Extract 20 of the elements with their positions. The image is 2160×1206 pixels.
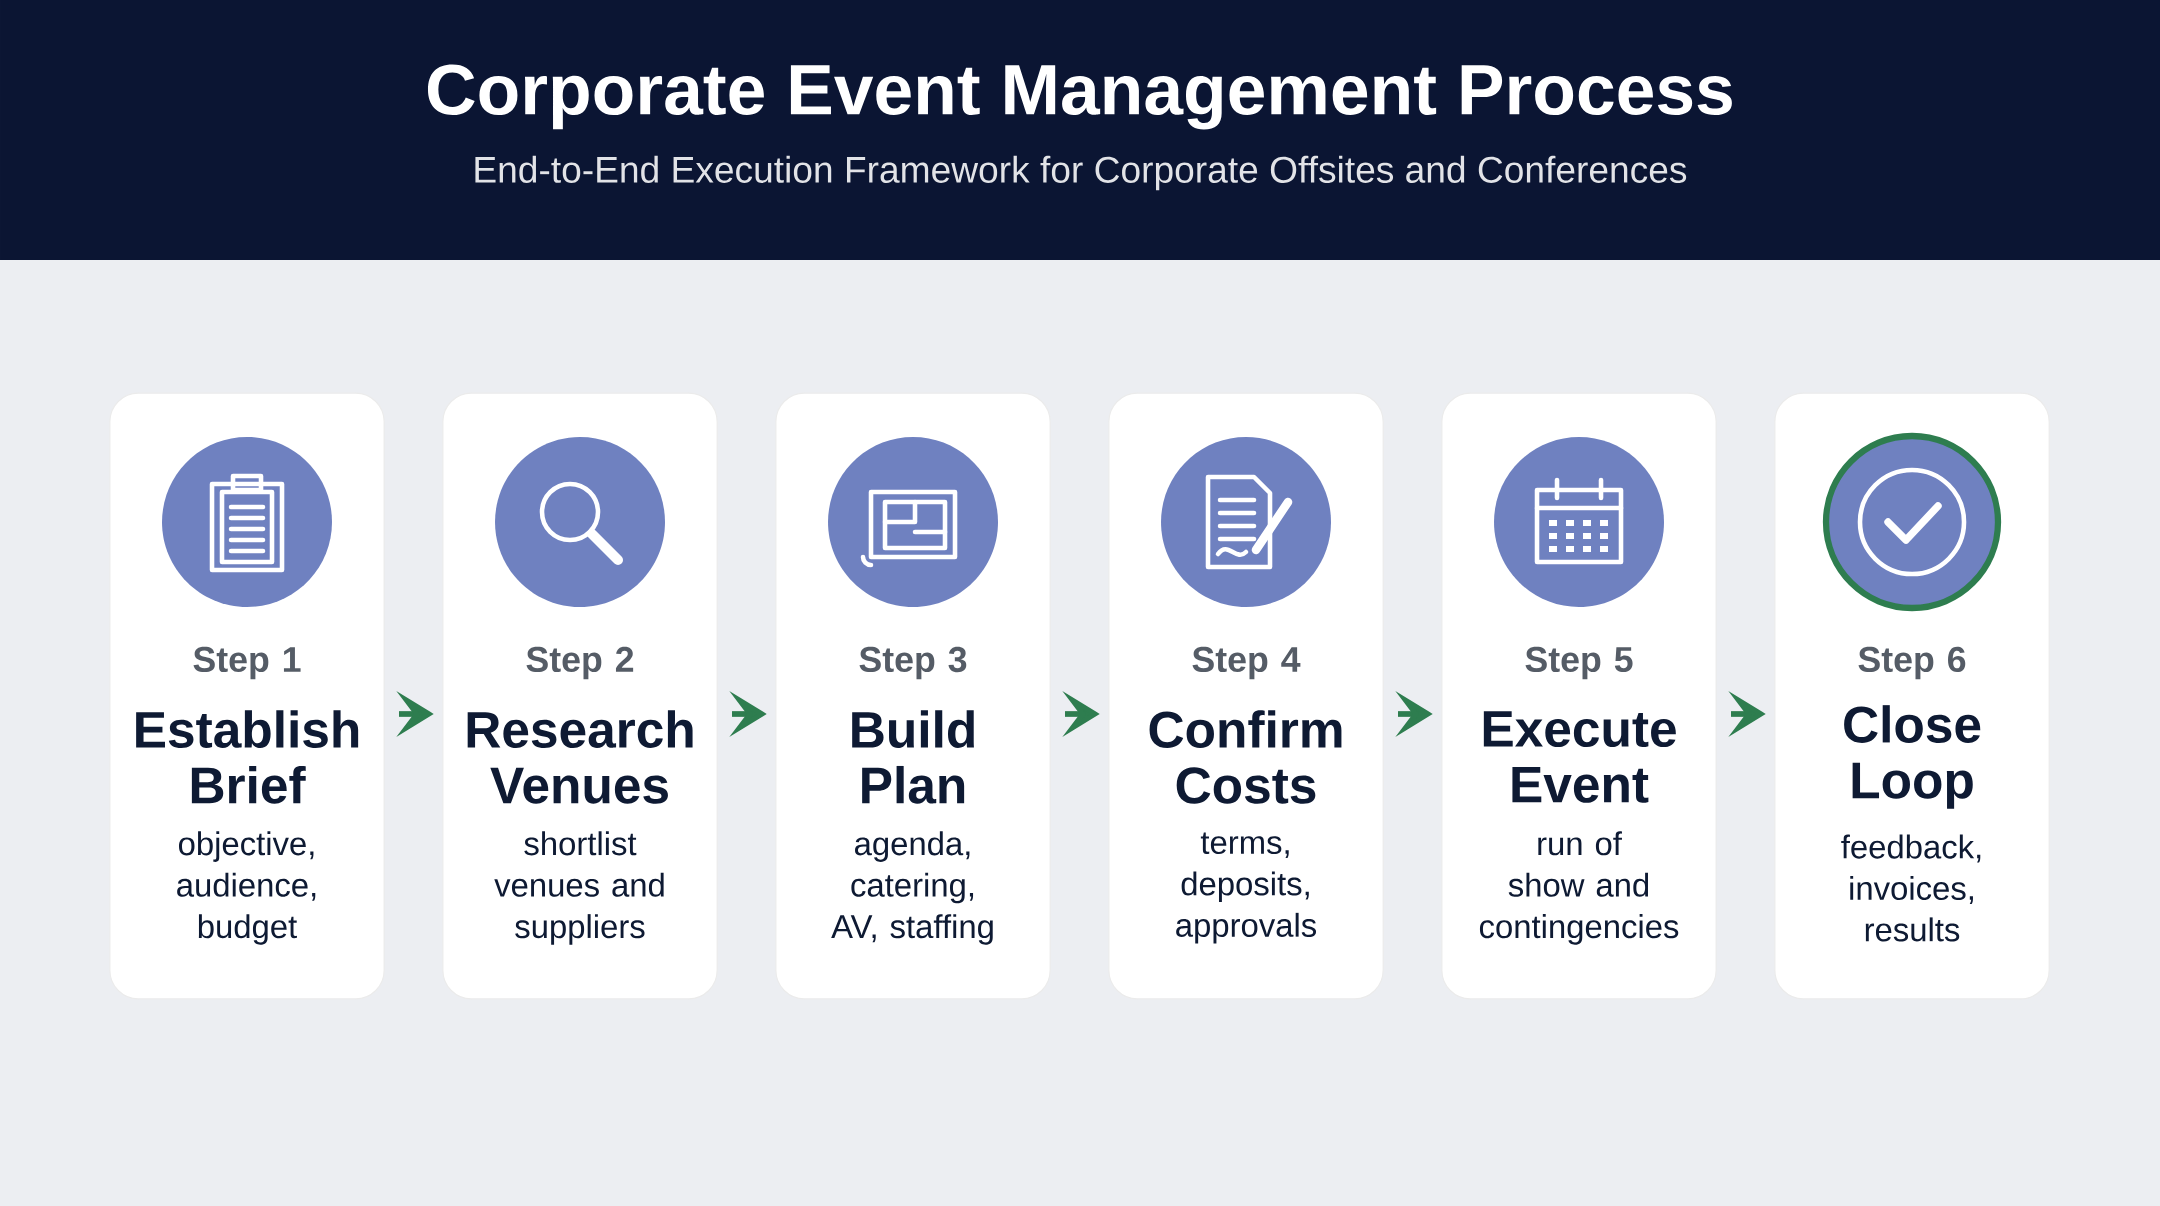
title: Corporate Event Management Process: [428, 64, 1732, 130]
step-description: objective, audience, budget: [177, 831, 316, 945]
step-label: Step 4: [1192, 646, 1301, 680]
step-label: Step 3: [859, 646, 967, 680]
step-description: shortlist venues and suppliers: [494, 831, 664, 945]
step-title: Confirm Costs: [1149, 710, 1342, 804]
step-description: agenda, catering, AV, staffing: [831, 831, 993, 945]
step-description: run of show and contingencies: [1479, 831, 1679, 945]
step-label: Step 5: [1525, 646, 1633, 680]
step-title: Execute Event: [1483, 711, 1676, 803]
step-description: terms, deposits, approvals: [1176, 832, 1316, 944]
step-label: Step 1: [193, 646, 301, 680]
step-description: feedback, invoices, results: [1841, 834, 1981, 942]
step-label: Step 6: [1858, 646, 1966, 680]
step-label: Step 2: [526, 646, 634, 680]
subtitle: End-to-End Execution Framework for Corporate Offsites and Conferences: [475, 155, 1687, 191]
step-title: Research Venues: [467, 710, 693, 804]
step-title: Close Loop: [1844, 705, 1981, 809]
step-title: Establish Brief: [136, 710, 359, 804]
step-title: Build Plan: [852, 710, 974, 804]
